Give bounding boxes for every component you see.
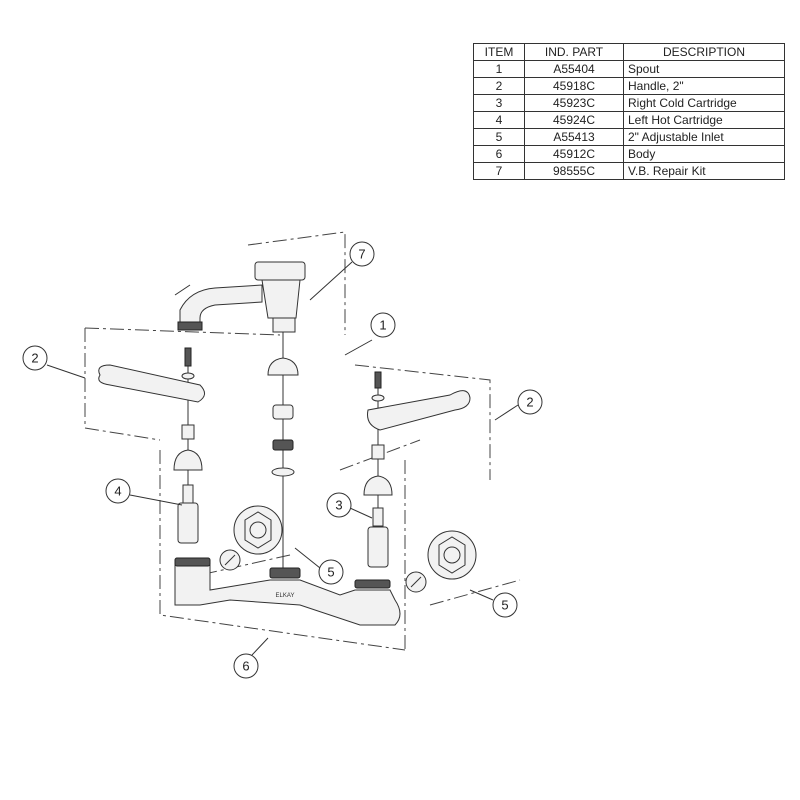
callout-5-right: 5 — [492, 592, 518, 618]
right-handle-assembly — [363, 371, 471, 568]
callout-2-left: 2 — [22, 345, 48, 371]
left-inlet — [219, 505, 283, 571]
callout-7: 7 — [349, 241, 375, 267]
callout-2-right: 2 — [517, 389, 543, 415]
svg-text:3: 3 — [335, 498, 342, 513]
description-cell: Left Hot Cartridge — [623, 111, 785, 129]
svg-text:5: 5 — [327, 565, 334, 580]
part-number-cell: 98555C — [524, 162, 624, 180]
svg-text:1: 1 — [379, 318, 386, 333]
callout-3: 3 — [326, 492, 352, 518]
right-inlet — [405, 530, 477, 593]
callout-5-left: 5 — [318, 559, 344, 585]
svg-text:6: 6 — [242, 659, 249, 674]
svg-text:2: 2 — [31, 351, 38, 366]
leader-lines — [46, 261, 519, 656]
callout-6: 6 — [233, 653, 259, 679]
svg-text:5: 5 — [501, 598, 508, 613]
description-cell: Handle, 2" — [623, 77, 785, 95]
faucet-body: ELKAY — [174, 557, 401, 626]
spout-fittings — [267, 357, 299, 477]
callout-1: 1 — [370, 312, 396, 338]
left-handle-assembly — [98, 347, 205, 544]
svg-text:7: 7 — [358, 247, 365, 262]
brand-logo: ELKAY — [276, 593, 295, 599]
callout-4: 4 — [105, 478, 131, 504]
description-cell: 2" Adjustable Inlet — [623, 128, 785, 146]
part-number-cell: 45912C — [524, 145, 624, 163]
svg-text:4: 4 — [114, 484, 121, 499]
spout — [174, 261, 306, 333]
svg-text:2: 2 — [526, 395, 533, 410]
description-cell: V.B. Repair Kit — [623, 162, 785, 180]
